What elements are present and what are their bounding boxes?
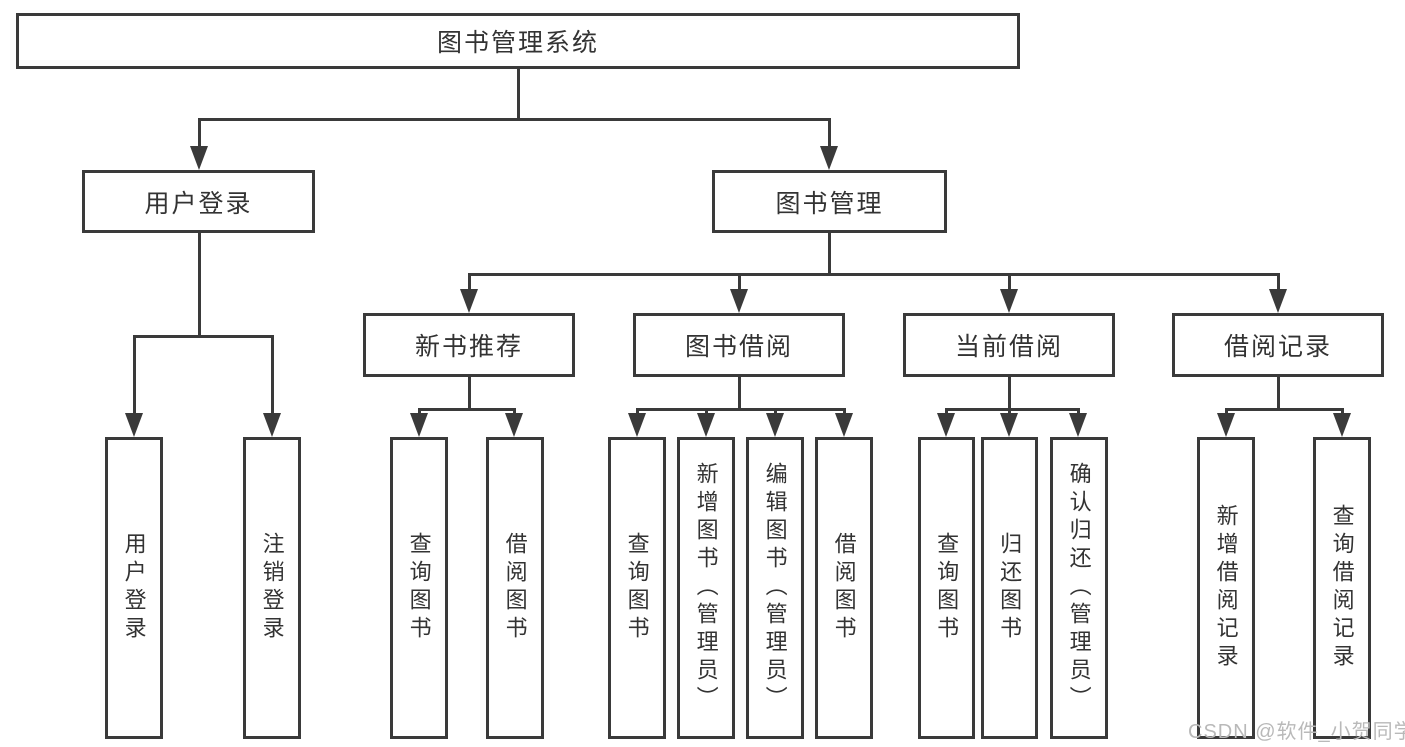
- node-root: 图书管理系统: [16, 13, 1020, 69]
- arrow-down-icon: [697, 413, 715, 437]
- connector-line: [468, 273, 471, 291]
- connector-line: [828, 118, 831, 148]
- leaf-return-books: 归还图书: [981, 437, 1038, 739]
- connector-line: [1008, 408, 1011, 415]
- connector-line: [1277, 273, 1280, 291]
- arrow-down-icon: [1000, 289, 1018, 313]
- connector-line: [843, 408, 846, 415]
- connector-line: [198, 118, 830, 121]
- arrow-down-icon: [1333, 413, 1351, 437]
- connector-line: [468, 273, 1280, 276]
- node-user-login: 用户登录: [82, 170, 315, 233]
- node-book-borrow: 图书借阅: [633, 313, 845, 377]
- connector-line: [198, 233, 201, 335]
- connector-line: [774, 408, 777, 415]
- connector-line: [418, 408, 516, 411]
- connector-line: [517, 69, 520, 118]
- arrow-down-icon: [1000, 413, 1018, 437]
- leaf-query-books-current: 查询图书: [918, 437, 975, 739]
- connector-line: [1225, 408, 1228, 415]
- leaf-logout: 注销登录: [243, 437, 301, 739]
- leaf-query-books-recommend: 查询图书: [390, 437, 448, 739]
- connector-line: [1277, 377, 1280, 408]
- arrow-down-icon: [628, 413, 646, 437]
- connector-line: [271, 335, 274, 415]
- arrow-down-icon: [1069, 413, 1087, 437]
- connector-line: [1341, 408, 1344, 415]
- connector-line: [133, 335, 274, 338]
- leaf-borrow-books: 借阅图书: [815, 437, 873, 739]
- connector-line: [945, 408, 1080, 411]
- leaf-query-borrow-record: 查询借阅记录: [1313, 437, 1371, 739]
- arrow-down-icon: [1269, 289, 1287, 313]
- node-book-management: 图书管理: [712, 170, 947, 233]
- arrow-down-icon: [937, 413, 955, 437]
- arrow-down-icon: [263, 413, 281, 437]
- arrow-down-icon: [1217, 413, 1235, 437]
- csdn-watermark: CSDN @软件_小贺同学: [1188, 721, 1405, 743]
- connector-line: [636, 408, 846, 411]
- leaf-borrow-books-recommend: 借阅图书: [486, 437, 544, 739]
- arrow-down-icon: [766, 413, 784, 437]
- leaf-query-books-borrow: 查询图书: [608, 437, 666, 739]
- connector-line: [468, 377, 471, 408]
- node-borrow-records: 借阅记录: [1172, 313, 1384, 377]
- leaf-user-login: 用户登录: [105, 437, 163, 739]
- connector-line: [198, 118, 201, 148]
- node-new-book-recommend: 新书推荐: [363, 313, 575, 377]
- connector-line: [828, 233, 831, 273]
- connector-line: [133, 335, 136, 415]
- connector-line: [418, 408, 421, 415]
- connector-line: [1225, 408, 1344, 411]
- arrow-down-icon: [820, 146, 838, 170]
- arrow-down-icon: [190, 146, 208, 170]
- arrow-down-icon: [410, 413, 428, 437]
- leaf-add-borrow-record: 新增借阅记录: [1197, 437, 1255, 739]
- arrow-down-icon: [460, 289, 478, 313]
- connector-line: [513, 408, 516, 415]
- connector-line: [1077, 408, 1080, 415]
- connector-line: [738, 377, 741, 408]
- connector-line: [738, 273, 741, 291]
- connector-line: [945, 408, 948, 415]
- leaf-edit-books-admin: 编辑图书（管理员）: [746, 437, 804, 739]
- connector-line: [636, 408, 639, 415]
- arrow-down-icon: [125, 413, 143, 437]
- connector-line: [1008, 377, 1011, 408]
- leaf-add-books-admin: 新增图书（管理员）: [677, 437, 735, 739]
- connector-line: [1008, 273, 1011, 291]
- arrow-down-icon: [505, 413, 523, 437]
- arrow-down-icon: [835, 413, 853, 437]
- node-current-borrow: 当前借阅: [903, 313, 1115, 377]
- connector-line: [705, 408, 708, 415]
- leaf-confirm-return-admin: 确认归还（管理员）: [1050, 437, 1108, 739]
- arrow-down-icon: [730, 289, 748, 313]
